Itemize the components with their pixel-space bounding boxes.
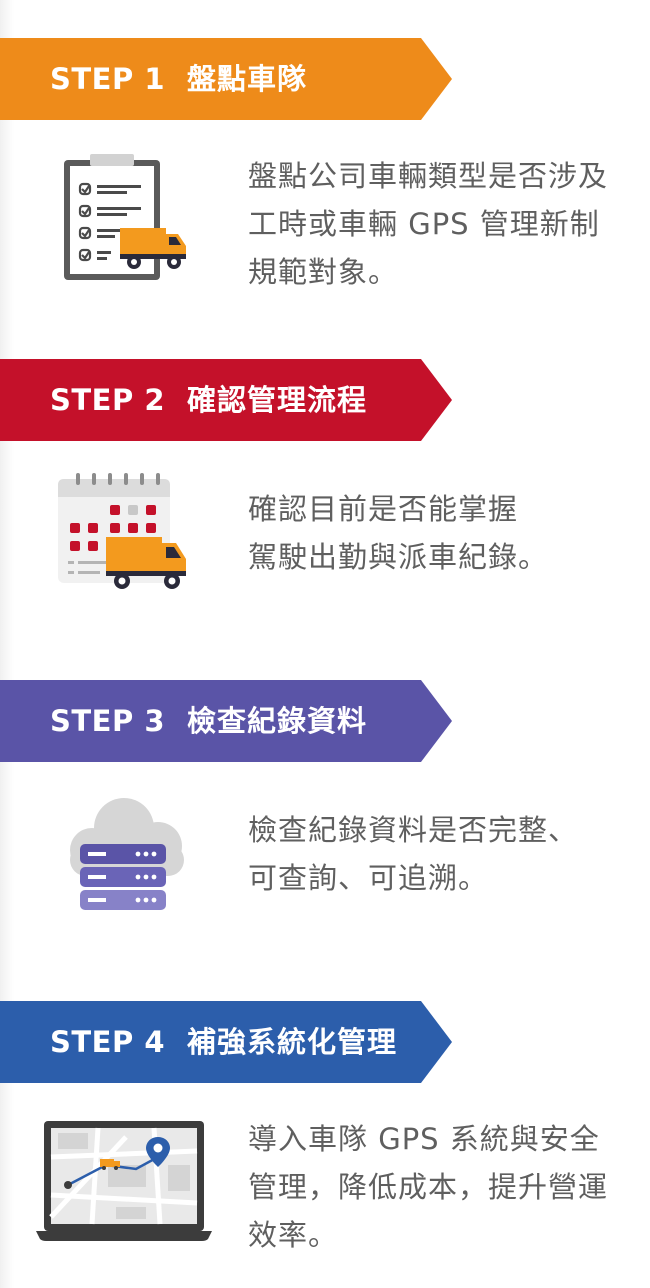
left-edge-shadow bbox=[0, 0, 14, 1288]
step-3-description: 檢查紀錄資料是否完整、 可查詢、可追溯。 bbox=[248, 813, 579, 895]
step-2-label: STEP 2 bbox=[50, 383, 166, 417]
step-3-label: STEP 3 bbox=[50, 704, 166, 738]
step-2: STEP 2 確認管理流程 bbox=[0, 359, 650, 679]
laptop-map-icon bbox=[36, 1117, 216, 1247]
step-4-banner: STEP 4 補強系統化管理 bbox=[0, 1001, 452, 1083]
step-4-label: STEP 4 bbox=[50, 1025, 166, 1059]
step-1-description: 盤點公司車輛類型是否涉及 工時或車輛 GPS 管理新制 規範對象。 bbox=[248, 159, 609, 289]
step-4-description: 導入車隊 GPS 系統與安全 管理，降低成本，提升營運 效率。 bbox=[248, 1122, 609, 1252]
step-2-description: 確認目前是否能掌握 駕駛出勤與派車紀錄。 bbox=[248, 492, 549, 574]
step-4-title: 補強系統化管理 bbox=[187, 1025, 398, 1059]
step-1-title: 盤點車隊 bbox=[187, 62, 308, 96]
step-1-banner: STEP 1 盤點車隊 bbox=[0, 38, 452, 120]
step-3-banner: STEP 3 檢查紀錄資料 bbox=[0, 680, 452, 762]
cloud-server-icon bbox=[40, 792, 210, 942]
step-4: STEP 4 補強系統化管理 bbox=[0, 1001, 650, 1288]
step-3: STEP 3 檢查紀錄資料 檢查紀錄資料是否完整、 可查詢、可追溯。 bbox=[0, 680, 650, 1000]
step-2-title: 確認管理流程 bbox=[187, 383, 368, 417]
step-3-title: 檢查紀錄資料 bbox=[187, 704, 368, 738]
clipboard-truck-icon bbox=[40, 150, 210, 300]
step-1-label: STEP 1 bbox=[50, 62, 166, 96]
step-2-banner: STEP 2 確認管理流程 bbox=[0, 359, 452, 441]
calendar-truck-icon bbox=[40, 471, 210, 621]
step-1: STEP 1 盤點車隊 bbox=[0, 38, 650, 358]
